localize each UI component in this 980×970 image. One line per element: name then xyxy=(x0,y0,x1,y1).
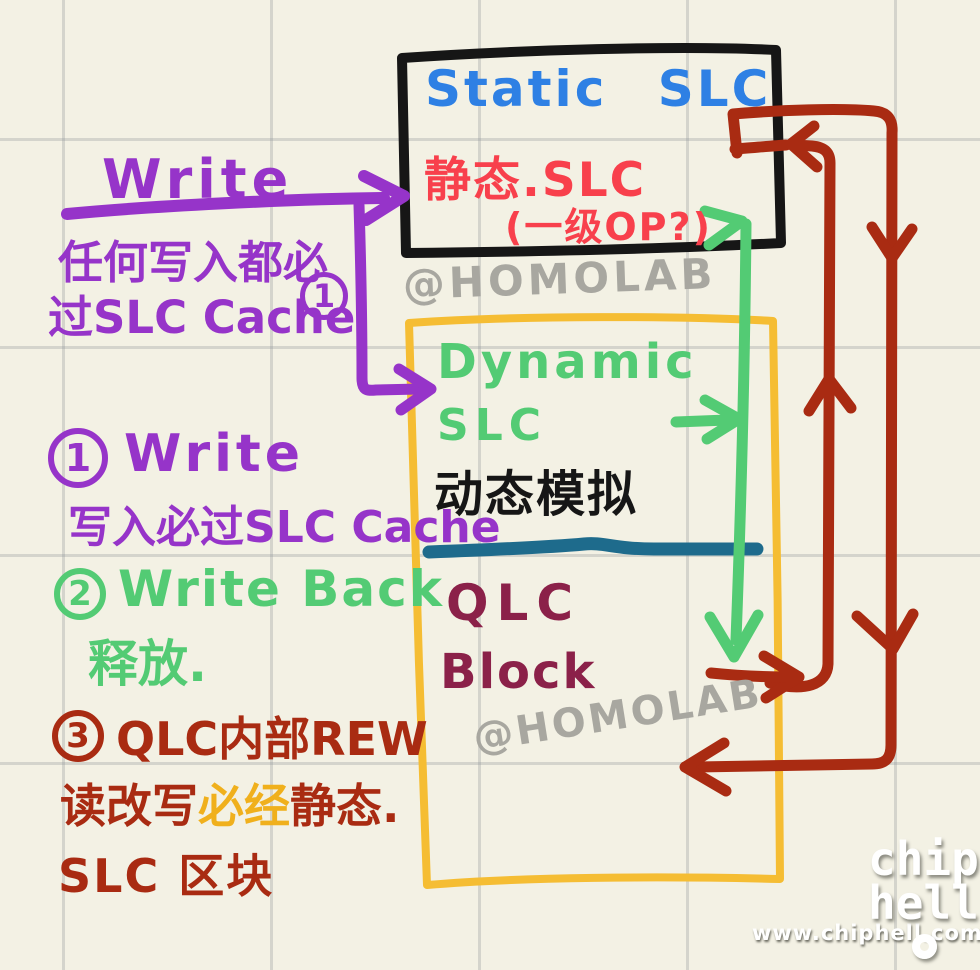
write-note-line1: 任何写入都必 xyxy=(58,236,329,289)
legend3-title: QLC内部REW xyxy=(116,712,428,766)
legend3-desc-part3: 静态. xyxy=(290,779,400,833)
chiphell-logo-pad xyxy=(912,934,937,959)
chiphell-logo-line1: chip xyxy=(868,832,979,886)
chiphell-logo: chip hell xyxy=(868,832,979,930)
qlc-rmw-loop-arrow xyxy=(679,104,919,797)
dynamic-qlc-box-outline xyxy=(405,313,784,889)
dynamic-slc-title-cn: 动态模拟 xyxy=(434,466,639,523)
legend1-title: Write xyxy=(124,424,305,484)
legend2-badge: 2 xyxy=(54,568,106,620)
teal-divider-line xyxy=(422,537,764,559)
legend3-desc-part1: 读改写 xyxy=(60,779,198,833)
static-slc-subtitle: (一级OP?) xyxy=(505,205,712,249)
legend2-desc: 释放. xyxy=(88,635,207,693)
legend1-desc: 写入必过SLC Cache xyxy=(68,502,501,553)
write-label: Write xyxy=(102,148,294,211)
write-note-badge: 1 xyxy=(300,272,348,320)
site-url: www.chiphell.com xyxy=(752,921,980,945)
legend3-desc-line1: 读改写必经静态. xyxy=(60,770,399,836)
legend2-title: Write Back xyxy=(118,560,445,618)
dynamic-slc-title-line1: Dynamic xyxy=(437,334,698,390)
legend1-badge: 1 xyxy=(48,428,108,488)
legend3-badge: 3 xyxy=(52,710,104,762)
static-slc-title-en: Static SLC xyxy=(425,60,772,118)
static-slc-box-outline xyxy=(397,43,786,258)
qlc-block-title-line2: Block xyxy=(440,644,597,700)
legend3-desc-line2: SLC 区块 xyxy=(58,849,275,903)
write-back-arrow xyxy=(670,205,764,663)
qlc-block-title-line1: QLC xyxy=(446,574,582,632)
legend3-desc-part2: 必经 xyxy=(198,779,290,833)
dynamic-slc-title-line2: SLC xyxy=(437,400,548,451)
chiphell-logo-line2: hell xyxy=(868,875,979,930)
static-slc-title-cn: 静态.SLC xyxy=(424,153,647,208)
write-arrow xyxy=(61,170,437,416)
